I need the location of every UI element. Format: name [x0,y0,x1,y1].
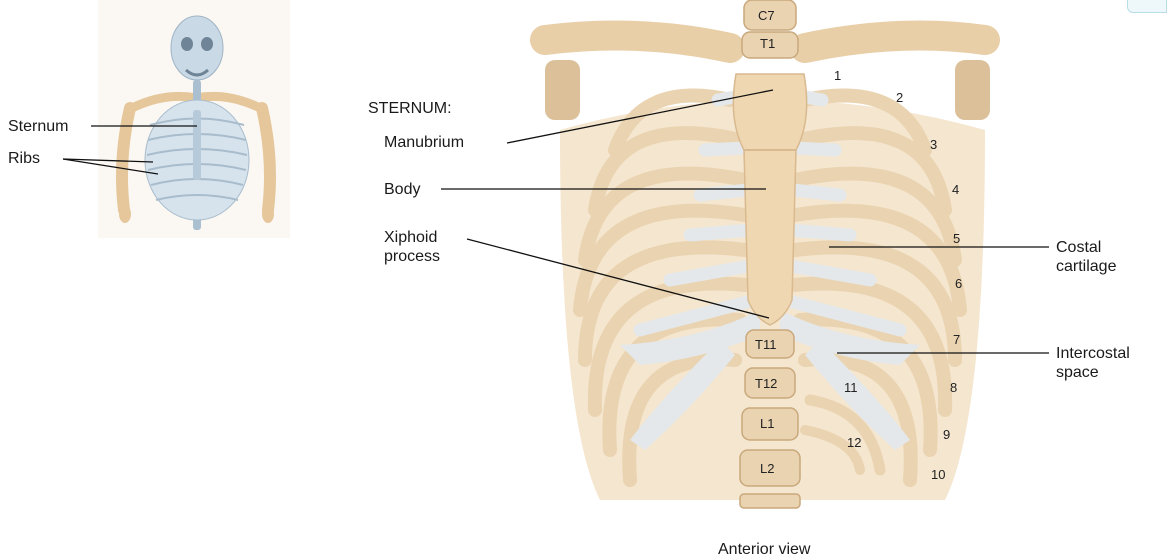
thumbnail-skeleton [98,0,290,238]
view-caption: Anterior view [718,540,810,559]
rib-number: 12 [847,435,861,450]
rib-number: 3 [930,137,937,152]
sternum-heading: STERNUM: [368,99,452,118]
xiphoid-process-label: Xiphoid process [384,228,440,266]
rib-number: 2 [896,90,903,105]
vertebra-l2-label: L2 [760,461,774,476]
sternum-label: Sternum [8,117,68,136]
costal-cartilage-label: Costal cartilage [1056,238,1116,276]
rib-number: 5 [953,231,960,246]
ribs-label: Ribs [8,149,40,168]
rib-number: 9 [943,427,950,442]
rib-number: 7 [953,332,960,347]
vertebra-l1-label: L1 [760,416,774,431]
corner-tab [1127,0,1167,13]
vertebra-c7-label: C7 [758,8,775,23]
body-label: Body [384,180,420,199]
rib-number: 10 [931,467,945,482]
rib-number: 8 [950,380,957,395]
rib-number: 4 [952,182,959,197]
vertebra-t12-label: T12 [755,376,777,391]
rib-number: 11 [844,380,858,395]
ribcage-art [545,0,990,508]
vertebra-t11-label: T11 [755,337,776,352]
rib-number: 1 [834,68,841,83]
manubrium-label: Manubrium [384,133,464,152]
rib-number: 6 [955,276,962,291]
intercostal-space-label: Intercostal space [1056,344,1130,382]
vertebra-t1-label: T1 [760,36,775,51]
